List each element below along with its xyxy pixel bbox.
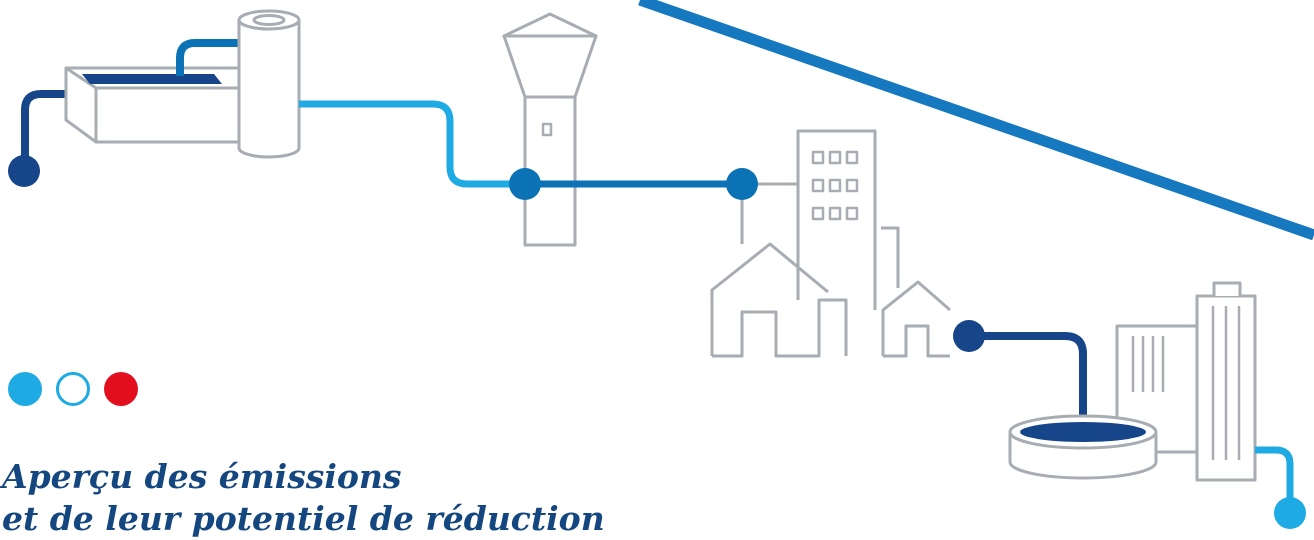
outflow-pipe xyxy=(1255,446,1294,518)
filter-tank xyxy=(237,9,301,159)
supply-pipe xyxy=(299,100,524,188)
treatment-basin xyxy=(64,66,242,144)
heading-line-1: Aperçu des émissions xyxy=(2,457,402,496)
sewer-pipe xyxy=(969,332,1087,430)
intake-node xyxy=(8,155,40,187)
water-cycle-illustration xyxy=(8,0,1314,529)
outflow-node xyxy=(1274,497,1306,529)
water-tower xyxy=(502,12,598,247)
dot-outline-blue xyxy=(56,372,90,406)
basin-link-pipe xyxy=(176,39,240,76)
heading-line-2: et de leur potentiel de réduction xyxy=(2,499,605,538)
city-node xyxy=(726,168,758,200)
dot-filled-blue xyxy=(8,372,42,406)
sewer-node xyxy=(953,320,985,352)
indicator-dots xyxy=(8,371,138,407)
diagonal-band xyxy=(638,0,1314,241)
clarifier-tank xyxy=(1008,414,1158,480)
tower-node xyxy=(509,168,541,200)
houses xyxy=(710,242,951,358)
intake-pipe xyxy=(21,90,66,172)
apartment-building xyxy=(796,129,900,310)
dot-filled-red xyxy=(104,372,138,406)
page-heading: Aperçu des émissions et de leur potentie… xyxy=(2,456,605,540)
